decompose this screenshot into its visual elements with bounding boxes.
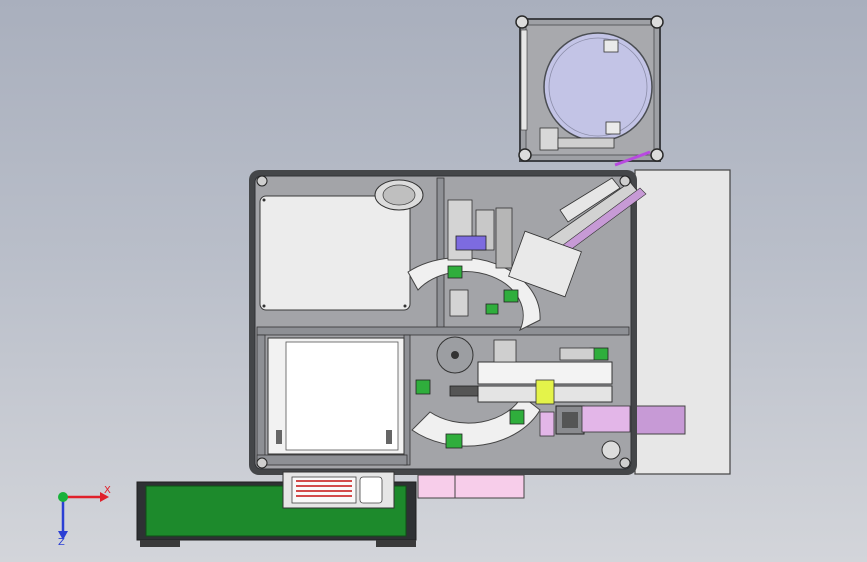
sensor-block [605, 121, 621, 135]
keyboard-mouse-tray [282, 471, 395, 509]
top-lift-station [515, 15, 664, 162]
mouse [359, 476, 383, 504]
axis-x-label: X [104, 485, 111, 496]
lower-cabinet [267, 337, 405, 455]
coordinate-triad: X Z [58, 485, 111, 548]
axis-z-label: Z [58, 537, 65, 548]
pink-tray [417, 474, 525, 499]
sensor-block [603, 39, 619, 53]
control-cabinet-panel [259, 195, 411, 311]
rotary-table-disc [543, 32, 653, 142]
pick-place-module [447, 199, 513, 317]
diagonal-feed-track [508, 150, 651, 298]
magenta-outlet-chute [631, 405, 686, 435]
linear-gantry [449, 339, 631, 460]
y-axis-dot [58, 492, 68, 502]
